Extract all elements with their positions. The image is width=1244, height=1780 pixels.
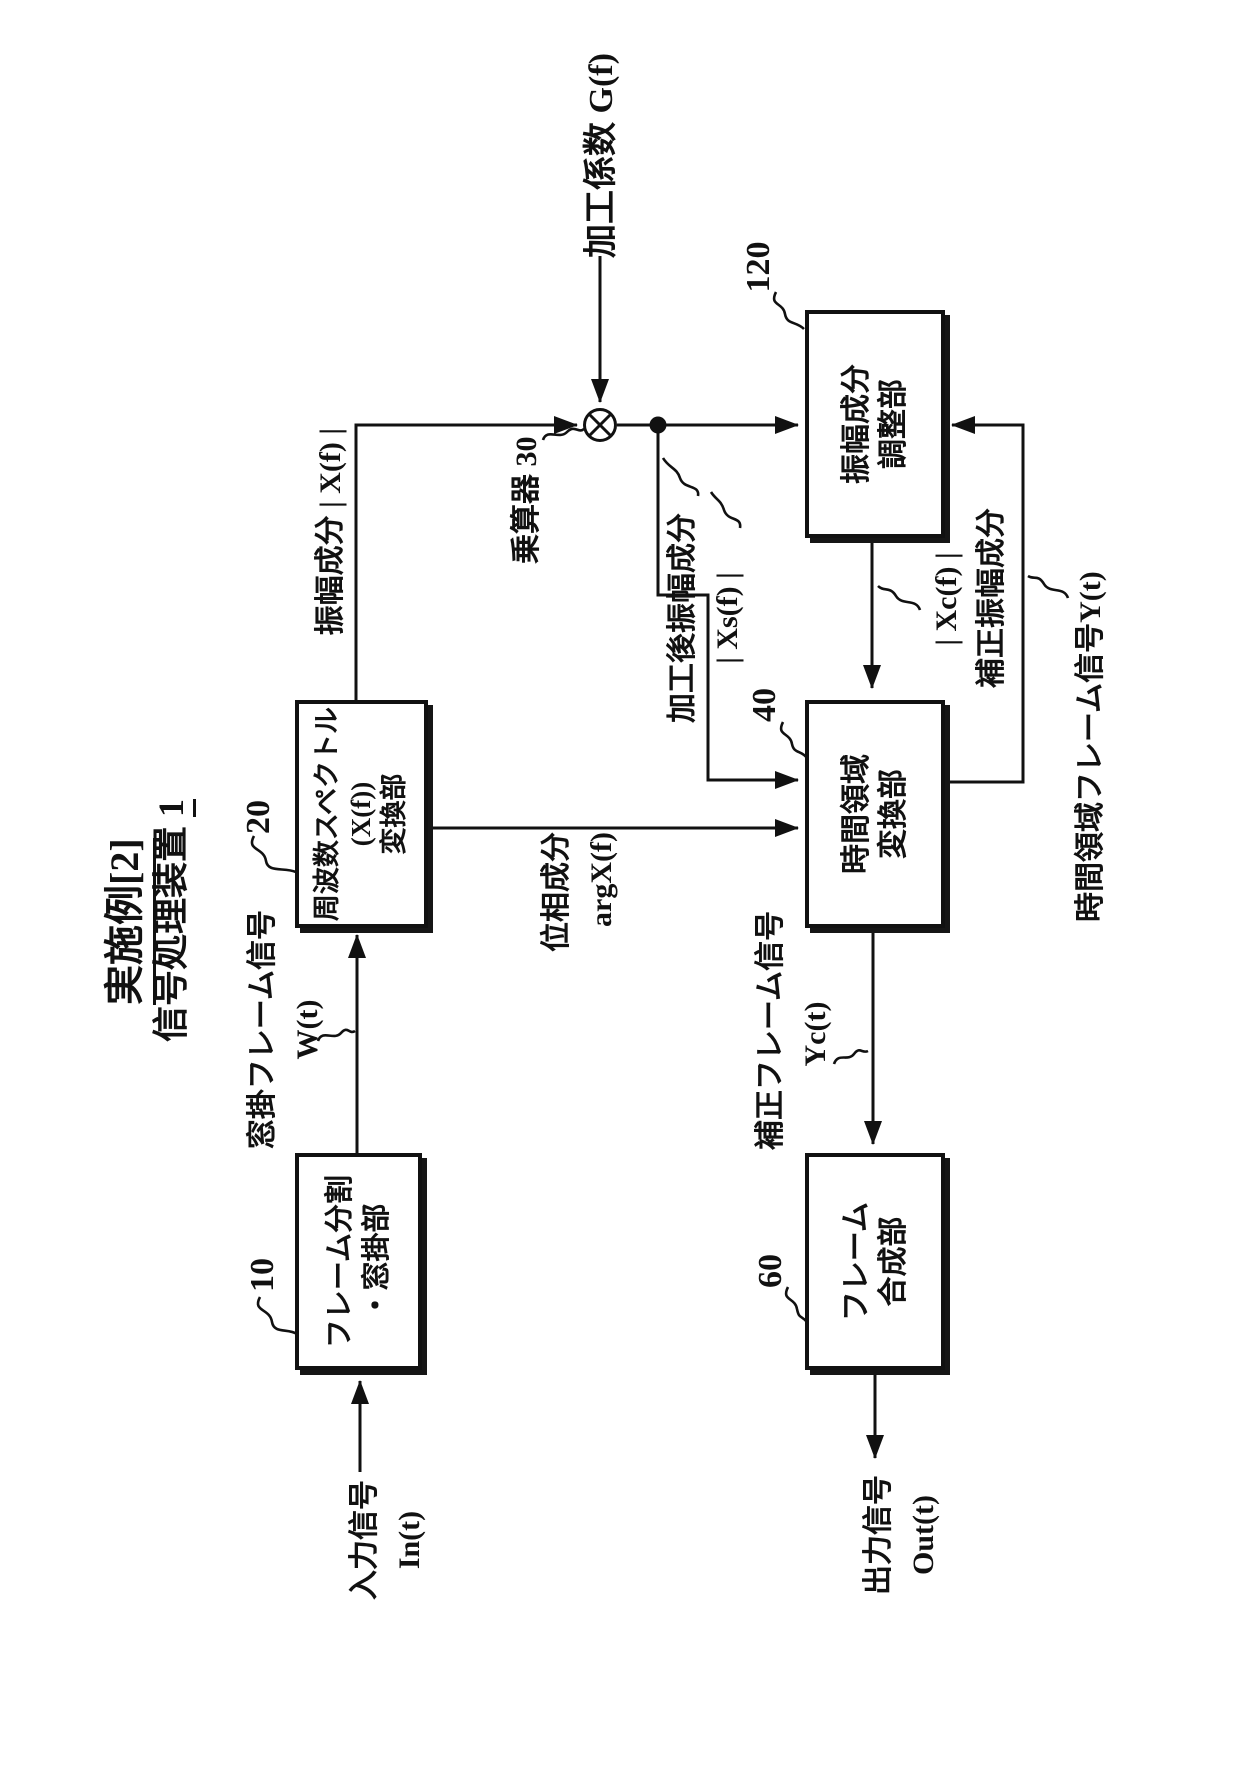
leader-xc	[877, 584, 922, 611]
corrected-amplitude-symbol: | Xc(f) |	[930, 552, 963, 646]
windowed-frame-symbol: W(t)	[291, 999, 324, 1060]
device-title: 信号処理装置 1	[142, 798, 196, 1042]
block-amplitude-adjustment: 振幅成分 調整部	[805, 310, 945, 538]
block-120-line1: 振幅成分	[839, 364, 873, 484]
leader-xs-name	[661, 457, 700, 497]
block-20-line1: 周波数スペクトル	[311, 706, 342, 922]
leader-40	[779, 721, 809, 759]
block-60-line1: フレーム	[839, 1201, 873, 1322]
input-signal-symbol: In(t)	[393, 1510, 426, 1570]
block-frequency-spectrum-transform: 周波数スペクトル (X(f)) 変換部	[295, 700, 428, 928]
corrected-frame-name: 補正フレーム信号	[754, 910, 787, 1150]
block-120-line2: 調整部	[877, 379, 910, 469]
phase-component-label: 位相成分 argX(f)	[534, 832, 624, 980]
processed-amplitude-symbol: | Xs(f) |	[711, 572, 744, 664]
phase-component-symbol: argX(f)	[585, 832, 618, 927]
junction-dot-icon	[649, 416, 667, 434]
leader-30	[541, 427, 585, 441]
processing-coefficient-label: 加工係数 G(f)	[583, 53, 620, 258]
corrected-amplitude-name: 補正振幅成分	[975, 508, 1008, 688]
block-10-line1: フレーム分割	[324, 1174, 357, 1349]
block-40-line1: 時間領域	[839, 754, 873, 874]
corrected-frame-label: 補正フレーム信号 Yc(t)	[748, 910, 838, 1150]
ref-num-60: 60	[752, 1254, 789, 1288]
leader-wt	[316, 1028, 356, 1042]
block-40-line2: 変換部	[877, 769, 910, 859]
phase-component-name: 位相成分	[540, 832, 573, 952]
block-20-line3: 変換部	[379, 773, 410, 855]
block-time-domain-transform: 時間領域 変換部	[805, 700, 945, 928]
block-frame-synthesis: フレーム 合成部	[805, 1153, 945, 1370]
corrected-amplitude-label: | Xc(f) | 補正振幅成分	[924, 508, 1014, 688]
leader-20	[250, 835, 297, 874]
ref-num-120: 120	[740, 241, 777, 293]
input-signal-name: 入力信号	[348, 1480, 381, 1600]
device-number: 1	[151, 798, 196, 817]
output-signal-label: 出力信号 Out(t)	[856, 1470, 946, 1600]
ref-num-20: 20	[240, 800, 277, 834]
arrow-amplitude	[354, 416, 578, 700]
leader-120	[772, 291, 805, 330]
block-60-line2: 合成部	[877, 1216, 910, 1307]
leader-10	[256, 1296, 298, 1336]
processed-amplitude-label: 加工後振幅成分 | Xs(f) |	[660, 504, 750, 732]
processed-amplitude-name: 加工後振幅成分	[666, 513, 699, 723]
windowed-frame-name: 窓掛フレーム信号	[246, 909, 279, 1150]
block-10-line2: ・窓掛部	[360, 1203, 393, 1320]
device-title-text: 信号処理装置	[151, 825, 191, 1042]
leader-yc	[832, 1049, 869, 1065]
windowed-frame-label: 窓掛フレーム信号 W(t)	[240, 907, 330, 1152]
amplitude-component-label: 振幅成分 | X(f) |	[314, 428, 347, 636]
ref-num-10: 10	[244, 1258, 281, 1292]
input-signal-label: 入力信号 In(t)	[342, 1475, 432, 1605]
leader-yt	[1027, 574, 1070, 599]
arrow-processed-branch	[656, 425, 799, 789]
block-20-line2: (X(f))	[345, 781, 376, 847]
leader-xs-symbol	[709, 491, 742, 529]
output-signal-symbol: Out(t)	[907, 1495, 940, 1575]
time-domain-frame-label: 時間領域フレーム信号Y(t)	[1074, 571, 1107, 922]
corrected-frame-symbol: Yc(t)	[799, 1001, 832, 1067]
output-signal-name: 出力信号	[862, 1475, 895, 1595]
ref-num-40: 40	[746, 688, 783, 722]
multiplier-label: 乗算器 30	[510, 436, 543, 565]
block-frame-division-windowing: フレーム分割 ・窓掛部	[295, 1153, 422, 1370]
arrow-time-frame-feedback	[947, 416, 1025, 784]
leader-60	[784, 1286, 808, 1323]
